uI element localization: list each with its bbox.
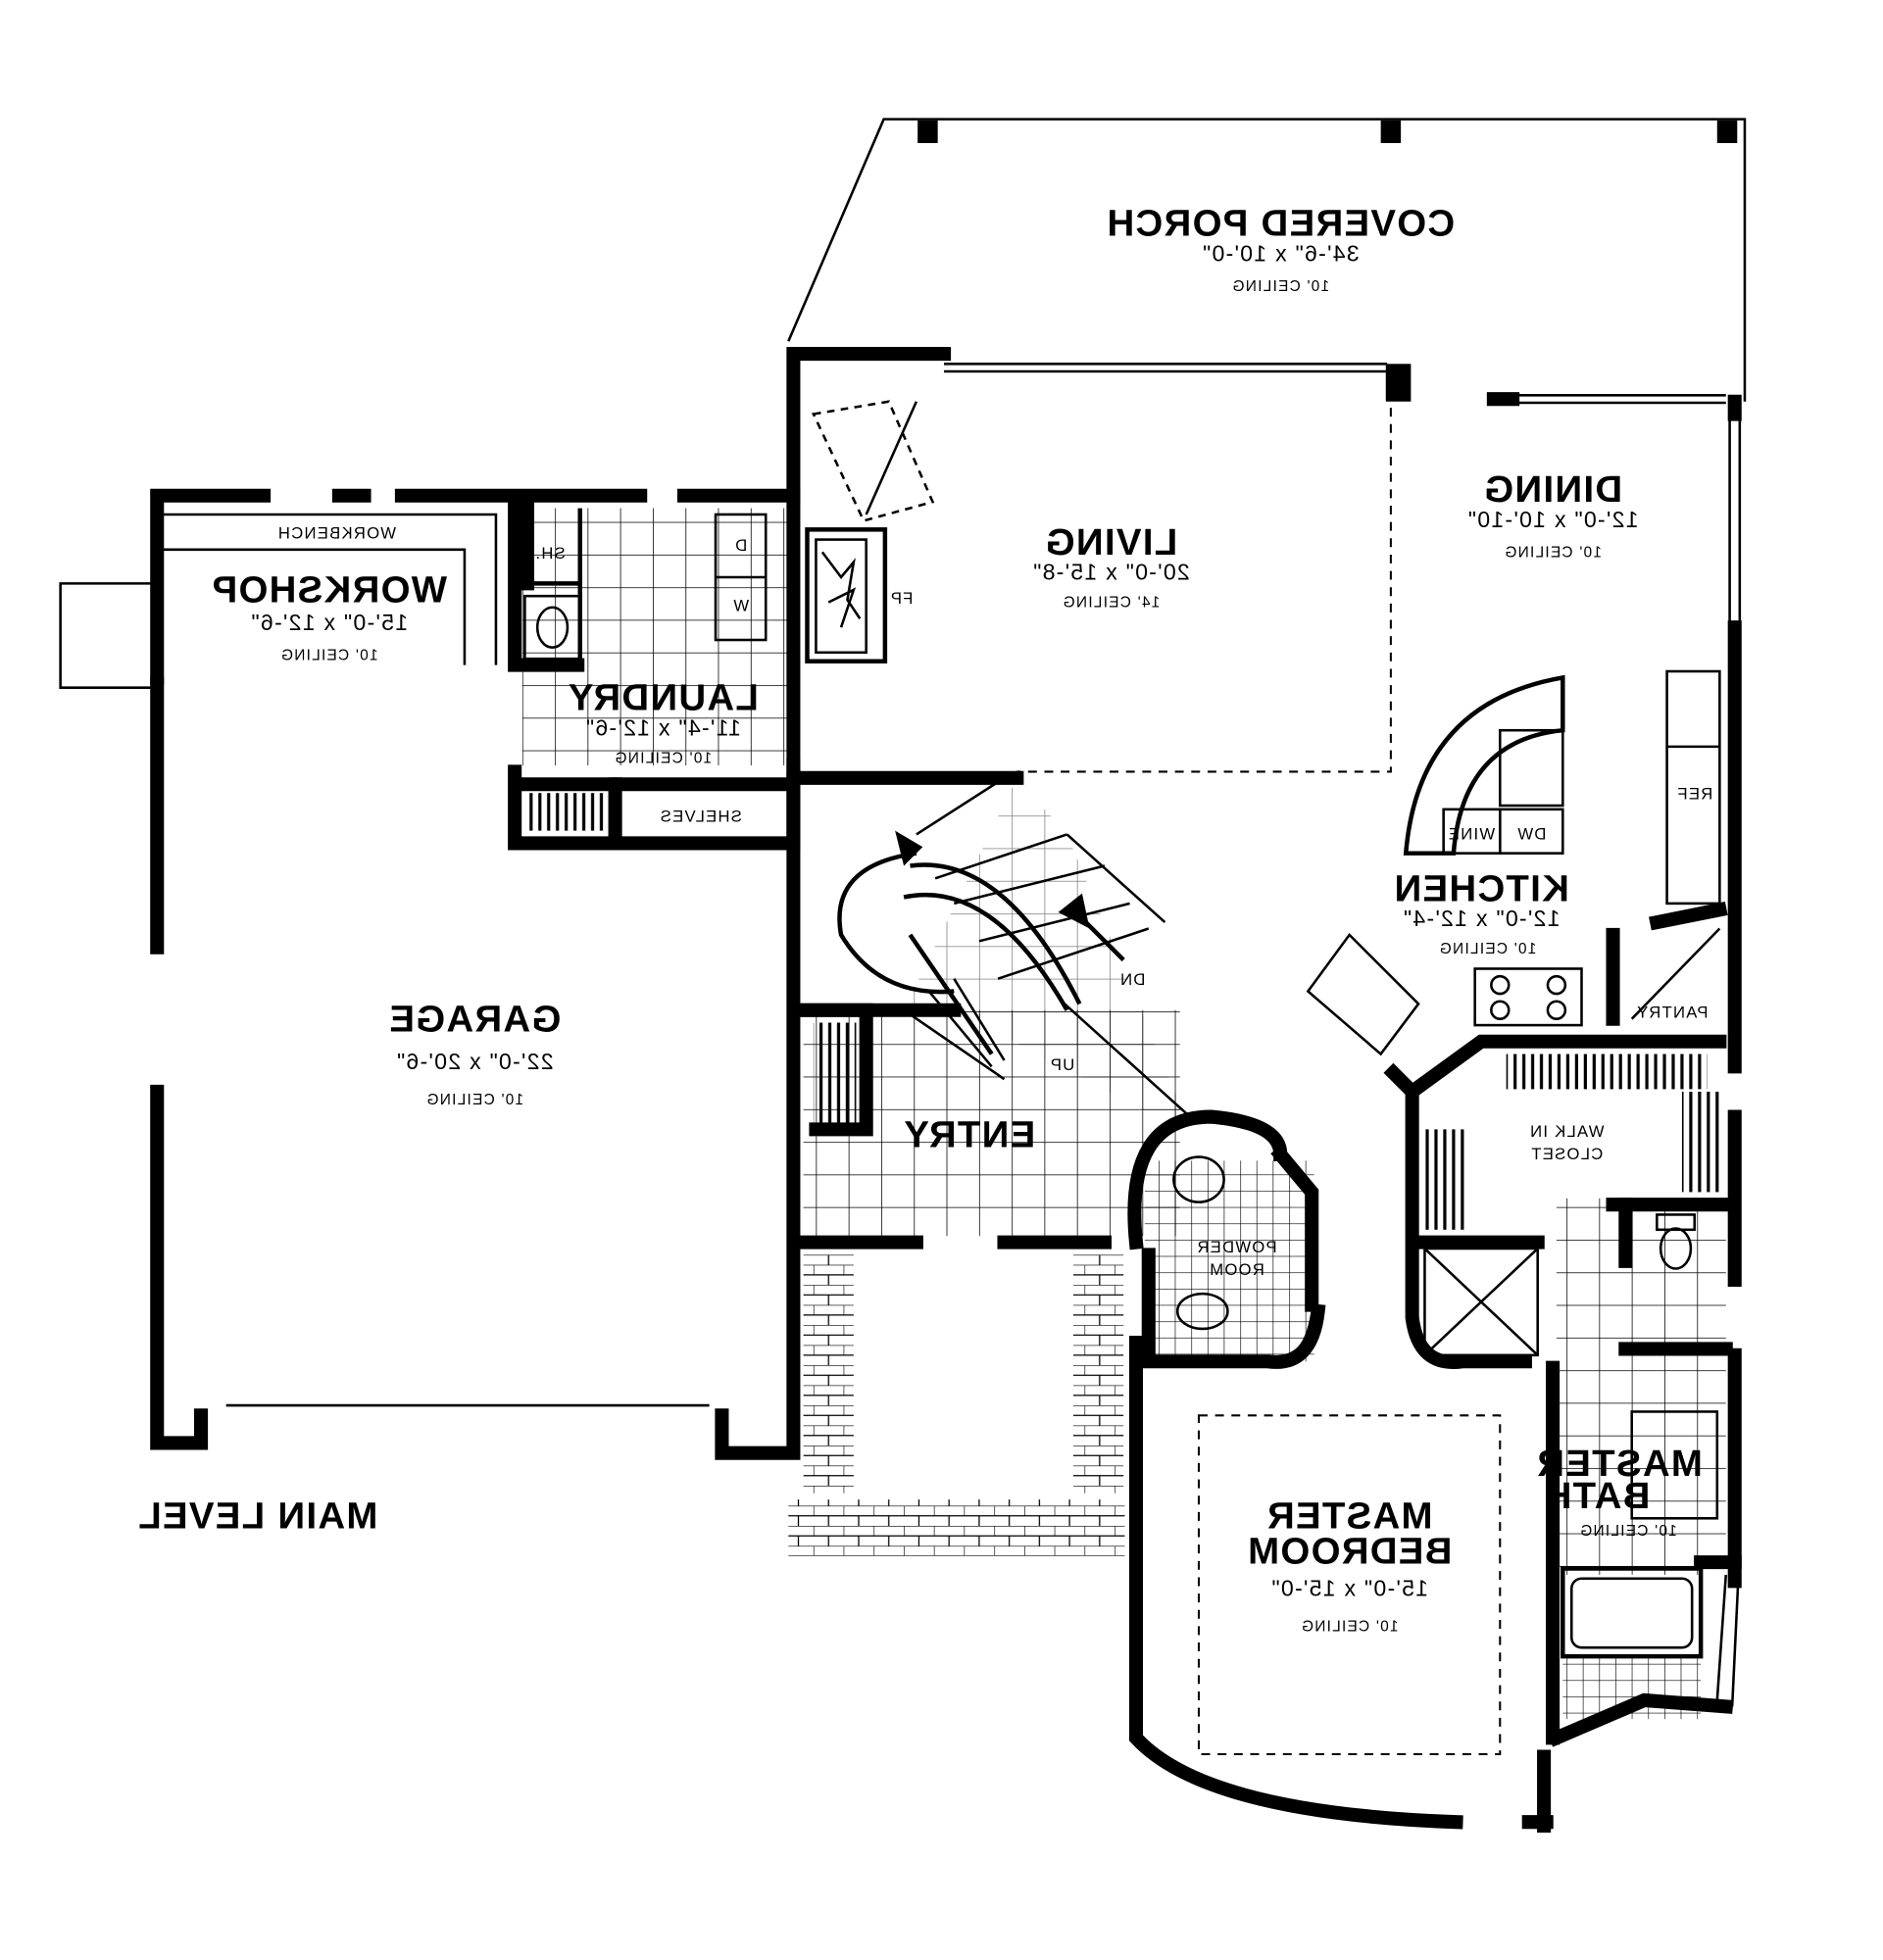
svg-text:POWDER: POWDER [1196, 1238, 1277, 1256]
fireplace-label: FP [890, 589, 914, 608]
svg-text:10' CEILING: 10' CEILING [1231, 278, 1329, 295]
porch-column [1380, 120, 1402, 143]
room-workshop: WORKSHOP 15'-0" x 12'-6" 10' CEILING [211, 569, 447, 664]
svg-text:COVERED PORCH: COVERED PORCH [1106, 203, 1455, 245]
shower-label: SH. [534, 544, 566, 563]
shelves-label: SHELVES [659, 808, 741, 826]
svg-text:11'-4" x 12'-6": 11'-4" x 12'-6" [585, 714, 741, 740]
room-kitchen: KITCHEN 12'-0" x 12'-4" 10' CEILING [1393, 867, 1569, 957]
svg-text:MASTER: MASTER [1536, 1443, 1703, 1485]
svg-text:LIVING: LIVING [1044, 521, 1177, 564]
svg-text:12'-0" x 12'-4": 12'-0" x 12'-4" [1403, 906, 1561, 931]
room-walk-in-closet: WALK IN CLOSET [1529, 1122, 1605, 1163]
dryer-label: D [734, 536, 747, 555]
svg-text:MASTER: MASTER [1266, 1495, 1433, 1538]
svg-text:12'-0" x 10'-10": 12'-0" x 10'-10" [1467, 507, 1639, 532]
room-master-bath: MASTER BATH 10' CEILING [1536, 1443, 1703, 1540]
svg-text:BATH: BATH [1543, 1475, 1650, 1517]
fixtures [163, 400, 1721, 1756]
washer-label: W [732, 597, 749, 615]
level-label: MAIN LEVEL [137, 1495, 377, 1538]
room-powder-room: POWDER ROOM [1196, 1238, 1277, 1279]
svg-text:10' CEILING: 10' CEILING [1504, 545, 1602, 562]
svg-text:BEDROOM: BEDROOM [1247, 1530, 1453, 1572]
dishwasher-label: DW [1516, 825, 1546, 844]
room-dining: DINING 12'-0" x 10'-10" 10' CEILING [1467, 468, 1639, 561]
stair-up-label: UP [1050, 1055, 1075, 1074]
walk-left-brick [803, 1254, 854, 1494]
laundry-hanging-rod [526, 793, 606, 831]
svg-text:GARAGE: GARAGE [388, 998, 561, 1040]
svg-text:22'-0" x 20'-6": 22'-0" x 20'-6" [396, 1049, 554, 1074]
wine-label: WINE [1448, 825, 1496, 844]
workbench-label: WORKBENCH [277, 523, 396, 542]
svg-text:10' CEILING: 10' CEILING [1579, 1523, 1677, 1540]
svg-text:KITCHEN: KITCHEN [1393, 867, 1569, 909]
walk-right-brick [1072, 1254, 1124, 1494]
room-garage: GARAGE 22'-0" x 20'-6" 10' CEILING [388, 998, 561, 1107]
svg-text:34'-6" x 10'-0": 34'-6" x 10'-0" [1202, 240, 1360, 266]
porch-outline [787, 118, 1747, 402]
room-covered-porch: COVERED PORCH 34'-6" x 10'-0" 10' CEILIN… [1106, 203, 1455, 295]
pantry-label: PANTRY [1636, 1003, 1709, 1021]
svg-text:10' CEILING: 10' CEILING [280, 647, 378, 663]
stair-down-label: DN [1119, 970, 1146, 989]
porch-column [917, 120, 938, 143]
svg-text:15'-0" x 15'-0": 15'-0" x 15'-0" [1270, 1576, 1428, 1601]
master-bath-tile [1556, 1198, 1726, 1575]
svg-text:10' CEILING: 10' CEILING [425, 1092, 523, 1108]
svg-text:WORKSHOP: WORKSHOP [211, 569, 447, 612]
walk-bottom-brick [788, 1499, 1125, 1556]
room-laundry: LAUNDRY 11'-4" x 12'-6" 10' CEILING [568, 677, 759, 767]
svg-text:14' CEILING: 14' CEILING [1062, 595, 1160, 612]
svg-text:10' CEILING: 10' CEILING [1439, 941, 1537, 957]
fixture-labels: WORKBENCH SHELVES SH. D W FP REF DW WINE… [277, 523, 1713, 1074]
svg-text:ROOM: ROOM [1209, 1260, 1264, 1279]
svg-text:10' CEILING: 10' CEILING [1301, 1619, 1399, 1636]
refrigerator-label: REF [1676, 785, 1712, 804]
room-entry: ENTRY [903, 1113, 1035, 1155]
svg-text:LAUNDRY: LAUNDRY [568, 677, 759, 719]
room-living: LIVING 20'-0" x 15'-8" 14' CEILING [1032, 521, 1190, 612]
svg-text:CLOSET: CLOSET [1530, 1145, 1603, 1163]
walls [59, 347, 1742, 1834]
svg-text:20'-0" x 15'-8": 20'-0" x 15'-8" [1032, 560, 1190, 585]
stair-landing-tile [904, 777, 1180, 1130]
room-master-bedroom: MASTER BEDROOM 15'-0" x 15'-0" 10' CEILI… [1247, 1495, 1453, 1636]
powder-room-tile [1144, 1160, 1314, 1362]
svg-text:15'-0" x 12'-6": 15'-0" x 12'-6" [250, 610, 408, 635]
svg-text:10' CEILING: 10' CEILING [614, 750, 712, 766]
svg-text:DINING: DINING [1483, 468, 1622, 511]
porch-column [1716, 120, 1738, 143]
svg-text:WALK IN: WALK IN [1529, 1122, 1605, 1141]
svg-text:ENTRY: ENTRY [903, 1113, 1035, 1155]
